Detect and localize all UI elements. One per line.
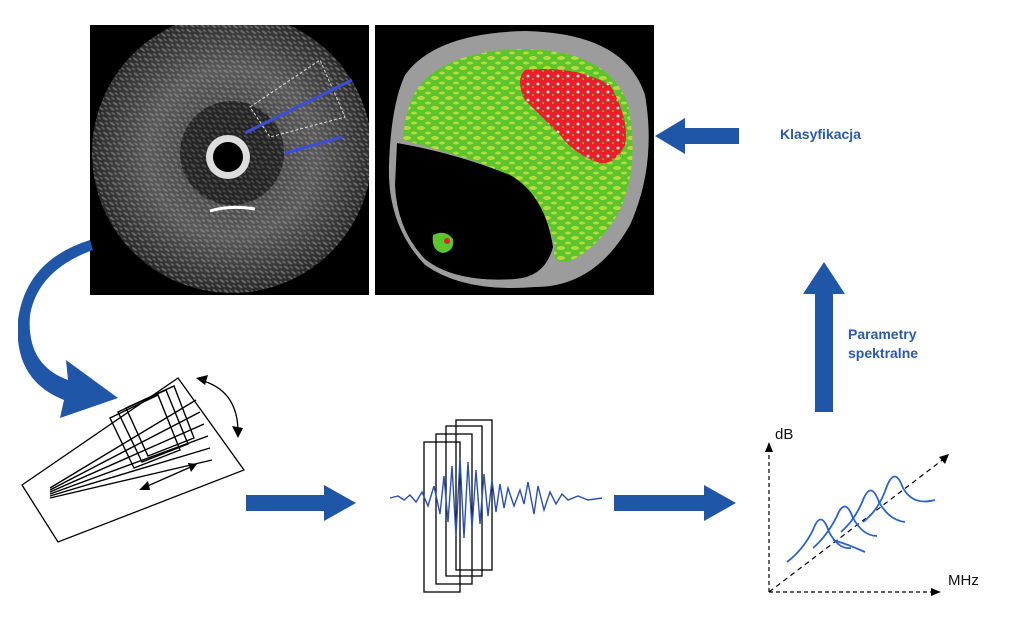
spectrum-plot	[765, 442, 949, 596]
curved-arrow	[18, 240, 118, 418]
classification-label: Klasyfikacja	[780, 126, 861, 142]
spectral-label: Parametry spektralne	[848, 325, 918, 363]
ivus-image	[92, 25, 369, 293]
vh-tissue-map	[388, 31, 649, 289]
ivus-image-panel	[90, 25, 369, 295]
axis-y-label: dB	[775, 426, 794, 443]
spectral-up-arrow	[803, 262, 845, 412]
axis-x-label: MHz	[948, 572, 979, 589]
right-arrow-2	[614, 485, 736, 521]
rf-signal	[389, 419, 603, 593]
transducer-sketch	[21, 375, 246, 543]
classification-arrow	[655, 118, 739, 154]
spectral-label-line1: Parametry	[848, 326, 917, 342]
vh-map-panel	[375, 25, 654, 295]
right-arrow-1	[246, 485, 356, 521]
spectral-label-line2: spektralne	[848, 345, 919, 361]
